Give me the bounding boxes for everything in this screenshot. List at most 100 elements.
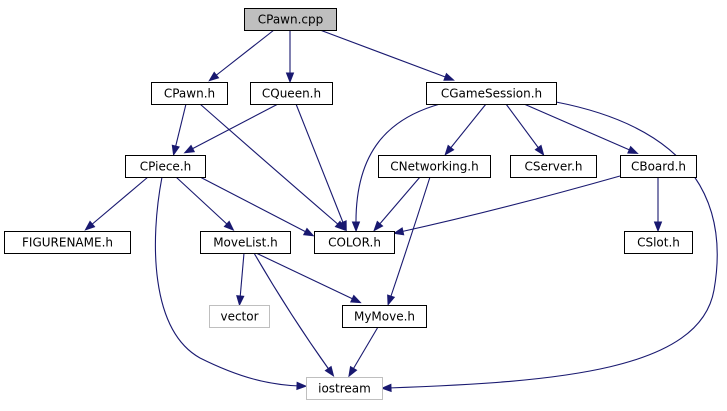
arrowhead xyxy=(285,72,295,84)
node-box xyxy=(151,82,228,105)
edge-line xyxy=(253,252,331,372)
edge-cnetworking_h-to-color_h xyxy=(373,176,421,232)
arrowhead xyxy=(183,144,196,154)
edge-cpawn_h-to-color_h xyxy=(199,103,346,231)
node-label: CServer.h xyxy=(524,160,582,174)
edge-cpiece_h-to-color_h xyxy=(199,176,315,237)
edge-movelist_h-to-iostream xyxy=(253,252,335,378)
edge-cpawn_h-to-cpiece_h xyxy=(171,103,187,157)
edge-cgamesession_h-to-cserver_h xyxy=(505,103,545,156)
node-label: CNetworking.h xyxy=(390,160,478,174)
edge-cpiece_h-to-figurename_h xyxy=(84,176,149,231)
node-label: COLOR.h xyxy=(328,236,381,250)
edges-layer xyxy=(84,29,718,393)
arrowhead xyxy=(627,145,639,154)
node-label: CPawn.h xyxy=(164,87,215,101)
edge-cpiece_h-to-movelist_h xyxy=(175,176,235,232)
node-cslot_h[interactable]: CSlot.h xyxy=(624,231,693,254)
node-box xyxy=(510,155,597,178)
node-box xyxy=(125,155,206,178)
node-label: FIGURENAME.h xyxy=(22,236,113,250)
node-box xyxy=(200,231,291,254)
arrowhead xyxy=(534,144,545,156)
edge-line xyxy=(199,176,309,234)
node-box xyxy=(620,155,697,178)
node-label: CSlot.h xyxy=(637,236,680,250)
edge-line xyxy=(213,29,275,78)
node-cpiece_h[interactable]: CPiece.h xyxy=(125,155,206,178)
edge-line xyxy=(175,176,230,227)
node-label: vector xyxy=(220,310,258,324)
arrowhead xyxy=(380,383,392,393)
arrowhead xyxy=(350,294,362,304)
arrowhead xyxy=(171,144,180,157)
node-cpawn_h[interactable]: CPawn.h xyxy=(151,82,228,105)
edge-line xyxy=(399,175,621,233)
node-box xyxy=(378,155,491,178)
edge-line xyxy=(89,176,149,227)
edge-line xyxy=(355,103,441,226)
edge-cgamesession_h-to-cboard_h xyxy=(523,103,639,154)
node-cpawn_cpp[interactable]: CPawn.cpp xyxy=(244,8,337,31)
node-label: CQueen.h xyxy=(262,87,321,101)
arrowhead xyxy=(84,220,96,231)
node-box xyxy=(244,8,337,31)
edge-cboard_h-to-color_h xyxy=(392,175,621,236)
node-movelist_h[interactable]: MoveList.h xyxy=(200,231,291,254)
node-label: iostream xyxy=(318,382,371,396)
node-cserver_h[interactable]: CServer.h xyxy=(510,155,597,178)
edge-movelist_h-to-mymove_h xyxy=(255,252,362,304)
node-box xyxy=(250,82,333,105)
arrowhead xyxy=(653,221,663,233)
arrowhead xyxy=(208,71,220,82)
node-cnetworking_h[interactable]: CNetworking.h xyxy=(378,155,491,178)
arrowhead xyxy=(236,295,245,307)
edge-cgamesession_h-to-cnetworking_h xyxy=(444,103,487,156)
node-iostream[interactable]: iostream xyxy=(306,377,383,400)
edge-line xyxy=(387,101,718,389)
node-label: CPiece.h xyxy=(140,160,191,174)
node-box xyxy=(306,377,383,400)
arrowhead xyxy=(443,72,455,81)
node-cqueen_h[interactable]: CQueen.h xyxy=(250,82,333,105)
arrowhead xyxy=(387,294,396,306)
node-mymove_h[interactable]: MyMove.h xyxy=(342,305,427,328)
arrowhead xyxy=(444,144,455,156)
edge-line xyxy=(448,103,487,151)
arrowhead xyxy=(373,220,384,232)
node-label: MoveList.h xyxy=(213,236,278,250)
node-box xyxy=(342,305,427,328)
arrowhead xyxy=(324,365,335,378)
edge-line xyxy=(319,29,449,79)
edge-line xyxy=(239,252,245,300)
edge-line xyxy=(505,103,541,151)
node-label: MyMove.h xyxy=(354,310,415,324)
node-cgamesession_h[interactable]: CGameSession.h xyxy=(426,82,557,105)
arrowhead xyxy=(338,220,347,232)
edge-line xyxy=(295,103,345,226)
edge-cpawn_cpp-to-cqueen_h xyxy=(285,30,295,84)
edge-line xyxy=(189,103,279,151)
edge-line xyxy=(154,176,301,387)
edge-line xyxy=(523,103,633,152)
node-box xyxy=(209,305,270,328)
node-box xyxy=(624,231,693,254)
node-label: CPawn.cpp xyxy=(258,13,324,27)
node-color_h[interactable]: COLOR.h xyxy=(314,231,395,254)
node-vector[interactable]: vector xyxy=(209,305,270,328)
arrowhead xyxy=(223,220,235,232)
node-box xyxy=(4,231,131,254)
node-cboard_h[interactable]: CBoard.h xyxy=(620,155,697,178)
node-box xyxy=(426,82,557,105)
node-figurename_h[interactable]: FIGURENAME.h xyxy=(4,231,131,254)
edge-cgamesession_h-to-iostream xyxy=(380,101,718,393)
edge-cgamesession_h-to-color_h xyxy=(351,103,441,233)
edge-cqueen_h-to-color_h xyxy=(295,103,347,232)
edge-line xyxy=(199,103,341,227)
edge-line xyxy=(377,176,421,227)
edge-cqueen_h-to-cpiece_h xyxy=(183,103,279,154)
edge-movelist_h-to-vector xyxy=(236,252,245,307)
arrowhead xyxy=(392,227,405,236)
arrowhead xyxy=(296,381,308,391)
